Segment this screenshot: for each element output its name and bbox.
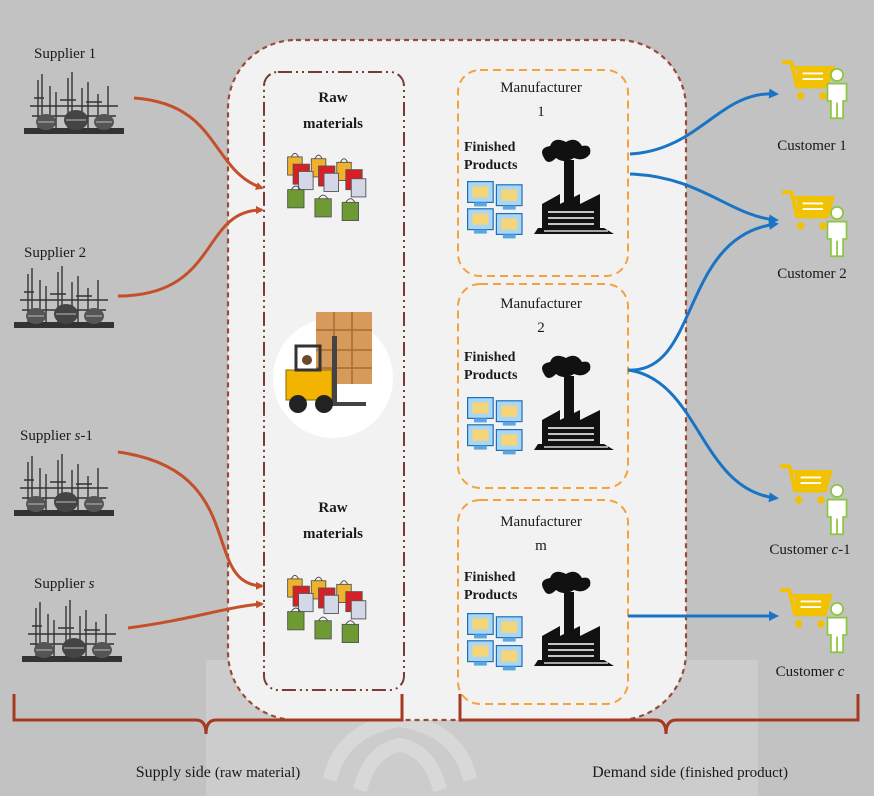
- manufacturer-m-title: Manufacturer: [500, 514, 582, 530]
- demand-arrow-2-to-c2: [627, 219, 779, 372]
- finished-products-2-line2: Products: [464, 368, 518, 383]
- customer-c-person-icon: [826, 601, 848, 654]
- raw-materials-top-line2: materials: [303, 116, 363, 132]
- manufacturer-1-id: 1: [537, 104, 545, 120]
- raw-materials-bottom-line1: Raw: [318, 500, 348, 516]
- raw-materials-top-line1: Raw: [318, 90, 348, 106]
- demand-arrow-1-to-c2: [629, 172, 779, 225]
- demand-arrow-2-to-c-1: [627, 368, 779, 503]
- finished-products-2-line1: Finished: [464, 350, 516, 365]
- manufacturer-box-2: [457, 283, 629, 489]
- customer-c-1-label: Customer c-1: [769, 542, 851, 558]
- customer-c-1-person-icon: [826, 483, 848, 536]
- supply-arrow-2: [117, 206, 264, 298]
- supply-arrow-s-1: [117, 450, 264, 590]
- demand-arrow-1-to-c1: [629, 88, 779, 156]
- demand-side-label: Demand side (finished product): [592, 764, 788, 781]
- raw-materials-bottom-line2: materials: [303, 526, 363, 542]
- demand-side-brace: [458, 694, 860, 735]
- customer-c-label: Customer c: [775, 664, 845, 680]
- customer-2-label: Customer 2: [777, 266, 847, 282]
- supply-side-label: Supply side (raw material): [135, 764, 301, 781]
- finished-products-1-line2: Products: [464, 158, 518, 173]
- supply-side-brace: [12, 694, 404, 735]
- supplier-s-1-label: Supplier s-1: [20, 428, 93, 444]
- supplier-2-label: Supplier 2: [24, 245, 87, 261]
- warehouse-box: [263, 71, 405, 691]
- manufacturer-2-id: 2: [537, 320, 545, 336]
- finished-products-m-line2: Products: [464, 588, 518, 603]
- customer-1-label: Customer 1: [777, 138, 847, 154]
- finished-products-1-line1: Finished: [464, 140, 516, 155]
- supplier-1-label: Supplier 1: [34, 46, 97, 62]
- forklift-icon: [273, 312, 393, 438]
- finished-products-m-line1: Finished: [464, 570, 516, 585]
- supply-arrow-s: [127, 600, 264, 630]
- supply-arrow-1: [133, 96, 264, 190]
- manufacturer-m-id: m: [535, 538, 547, 554]
- customer-1-person-icon: [826, 67, 848, 120]
- manufacturer-box-1: [457, 69, 629, 277]
- customer-2-person-icon: [826, 205, 848, 258]
- manufacturer-box-m: [457, 499, 629, 705]
- manufacturer-2-title: Manufacturer: [500, 296, 582, 312]
- manufacturer-1-title: Manufacturer: [500, 80, 582, 96]
- supplier-s-label: Supplier s: [34, 576, 95, 592]
